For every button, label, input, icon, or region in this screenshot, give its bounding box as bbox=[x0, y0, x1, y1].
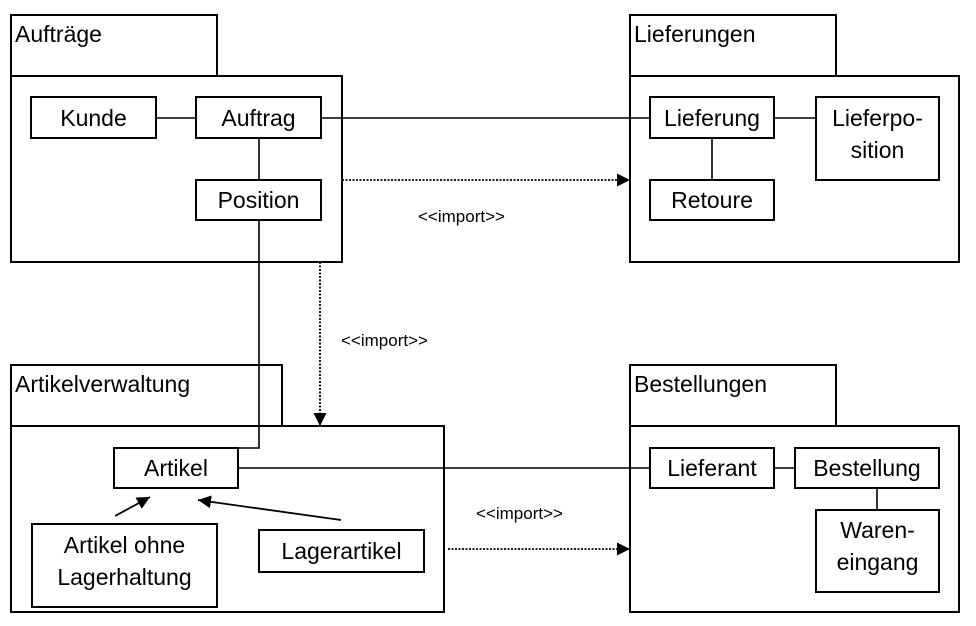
generalization-artikel-ohne-lagerhaltung bbox=[114, 496, 151, 517]
package-title: Artikelverwaltung bbox=[15, 371, 190, 397]
class-kunde[interactable]: Kunde bbox=[30, 96, 157, 139]
class-name: Lieferant bbox=[667, 455, 757, 481]
package-tab bbox=[629, 14, 837, 77]
class-name-line-1: Artikel ohne bbox=[64, 532, 185, 558]
class-name: Bestellung bbox=[813, 455, 920, 481]
class-lieferposition[interactable]: Lieferpo- sition bbox=[815, 96, 940, 181]
class-name: Retoure bbox=[671, 187, 753, 213]
class-artikel-ohne-lagerhaltung[interactable]: Artikel ohne Lagerhaltung bbox=[31, 523, 218, 608]
class-bestellung[interactable]: Bestellung bbox=[794, 447, 940, 489]
package-title: Bestellungen bbox=[634, 371, 767, 397]
class-name: Auftrag bbox=[221, 105, 295, 131]
class-name: Lieferung bbox=[664, 105, 760, 131]
import-label: <<import>> bbox=[341, 331, 428, 350]
class-wareneingang[interactable]: Waren- eingang bbox=[815, 509, 940, 593]
class-retoure[interactable]: Retoure bbox=[649, 179, 775, 221]
package-title: Aufträge bbox=[15, 21, 102, 47]
class-name: Lagerartikel bbox=[281, 538, 401, 564]
class-name-line-2: eingang bbox=[837, 549, 919, 575]
class-lagerartikel[interactable]: Lagerartikel bbox=[258, 529, 425, 573]
import-label: <<import>> bbox=[476, 504, 563, 523]
class-lieferung[interactable]: Lieferung bbox=[649, 96, 775, 139]
class-lieferant[interactable]: Lieferant bbox=[649, 447, 775, 489]
class-position[interactable]: Position bbox=[195, 179, 322, 221]
class-name-line-2: Lagerhaltung bbox=[57, 564, 191, 590]
package-title: Lieferungen bbox=[634, 21, 756, 47]
generalization-lagerartikel bbox=[197, 495, 342, 521]
class-artikel[interactable]: Artikel bbox=[113, 447, 239, 489]
class-name: Kunde bbox=[60, 105, 127, 131]
package-tab bbox=[10, 14, 218, 77]
class-name: Position bbox=[218, 187, 300, 213]
class-name-line-1: Waren- bbox=[840, 517, 915, 543]
import-label: <<import>> bbox=[418, 207, 505, 226]
class-auftrag[interactable]: Auftrag bbox=[195, 96, 322, 139]
package-tab bbox=[629, 364, 837, 427]
package-tab bbox=[10, 364, 283, 427]
class-name-line-1: Lieferpo- bbox=[832, 105, 923, 131]
assoc-position-artikel bbox=[238, 220, 260, 449]
class-name: Artikel bbox=[144, 455, 208, 481]
class-name-line-2: sition bbox=[851, 137, 905, 163]
